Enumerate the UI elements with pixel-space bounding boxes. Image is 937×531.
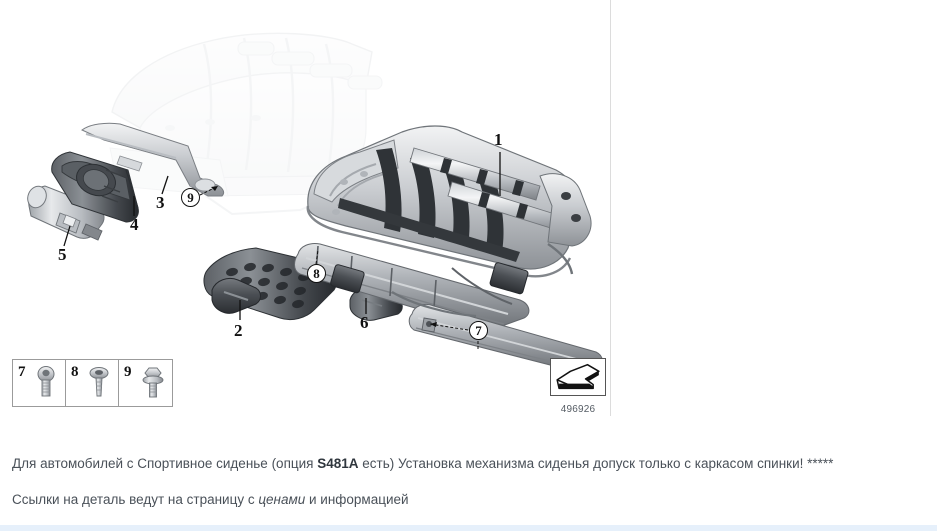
part-1-seat-pan-assembly <box>306 125 592 278</box>
legend-item-9[interactable]: 9 <box>119 360 172 406</box>
callout-8[interactable]: 8 <box>307 264 326 283</box>
callout-arrowheads <box>211 186 437 327</box>
socket-head-screw-icon <box>37 366 55 397</box>
note-secondary-after: и информацией <box>305 492 409 507</box>
note-prices-word: ценами <box>258 492 306 507</box>
legend-number-7: 7 <box>18 364 26 380</box>
note-primary: Для автомобилей с Спортивное сиденье (оп… <box>0 455 833 474</box>
note-secondary-before: Ссылки на деталь ведут на страницу с <box>12 492 259 507</box>
callout-3[interactable]: 3 <box>156 193 165 212</box>
part-3-cross-member <box>81 122 225 197</box>
legend-number-9: 9 <box>124 364 132 380</box>
callout-5[interactable]: 5 <box>58 245 67 264</box>
flange-hex-bolt-icon <box>142 367 164 398</box>
pane-divider <box>610 0 611 416</box>
pan-head-screw-icon <box>89 367 109 397</box>
part-5-actuator-cylinder <box>27 185 105 241</box>
legend-item-7[interactable]: 7 <box>13 360 66 406</box>
note-primary-before: Для автомобилей с Спортивное сиденье (оп… <box>12 456 318 471</box>
parts-diagram-canvas: 1 2 3 4 5 6 7 8 9 7 8 <box>12 0 611 416</box>
note-option-code: S481A <box>317 456 359 471</box>
seat-cushion-pictogram <box>550 358 606 396</box>
fastener-legend: 7 8 <box>12 359 173 407</box>
part-4-motor-housing <box>51 151 139 223</box>
diagram-id-block: 496926 <box>549 358 607 415</box>
diagram-id-label: 496926 <box>560 404 596 415</box>
callout-9[interactable]: 9 <box>181 188 200 207</box>
legend-number-8: 8 <box>71 364 79 380</box>
callout-2[interactable]: 2 <box>234 321 243 340</box>
note-secondary: Ссылки на деталь ведут на страницу с цен… <box>0 491 409 510</box>
legend-item-8[interactable]: 8 <box>66 360 119 406</box>
seat-frame-ghost-outline <box>109 32 387 216</box>
callout-4[interactable]: 4 <box>130 215 139 234</box>
callout-6[interactable]: 6 <box>360 313 369 332</box>
callout-7[interactable]: 7 <box>469 321 488 340</box>
callout-leader-lines <box>63 152 501 320</box>
parts-illustration <box>27 32 603 372</box>
bottom-accent-band <box>0 525 937 531</box>
seat-rail-assembly <box>294 243 603 372</box>
adjuster-drive-tubes <box>409 147 575 235</box>
callout-1[interactable]: 1 <box>494 130 503 149</box>
note-primary-after: есть) Установка механизма сиденья допуск… <box>358 456 834 471</box>
